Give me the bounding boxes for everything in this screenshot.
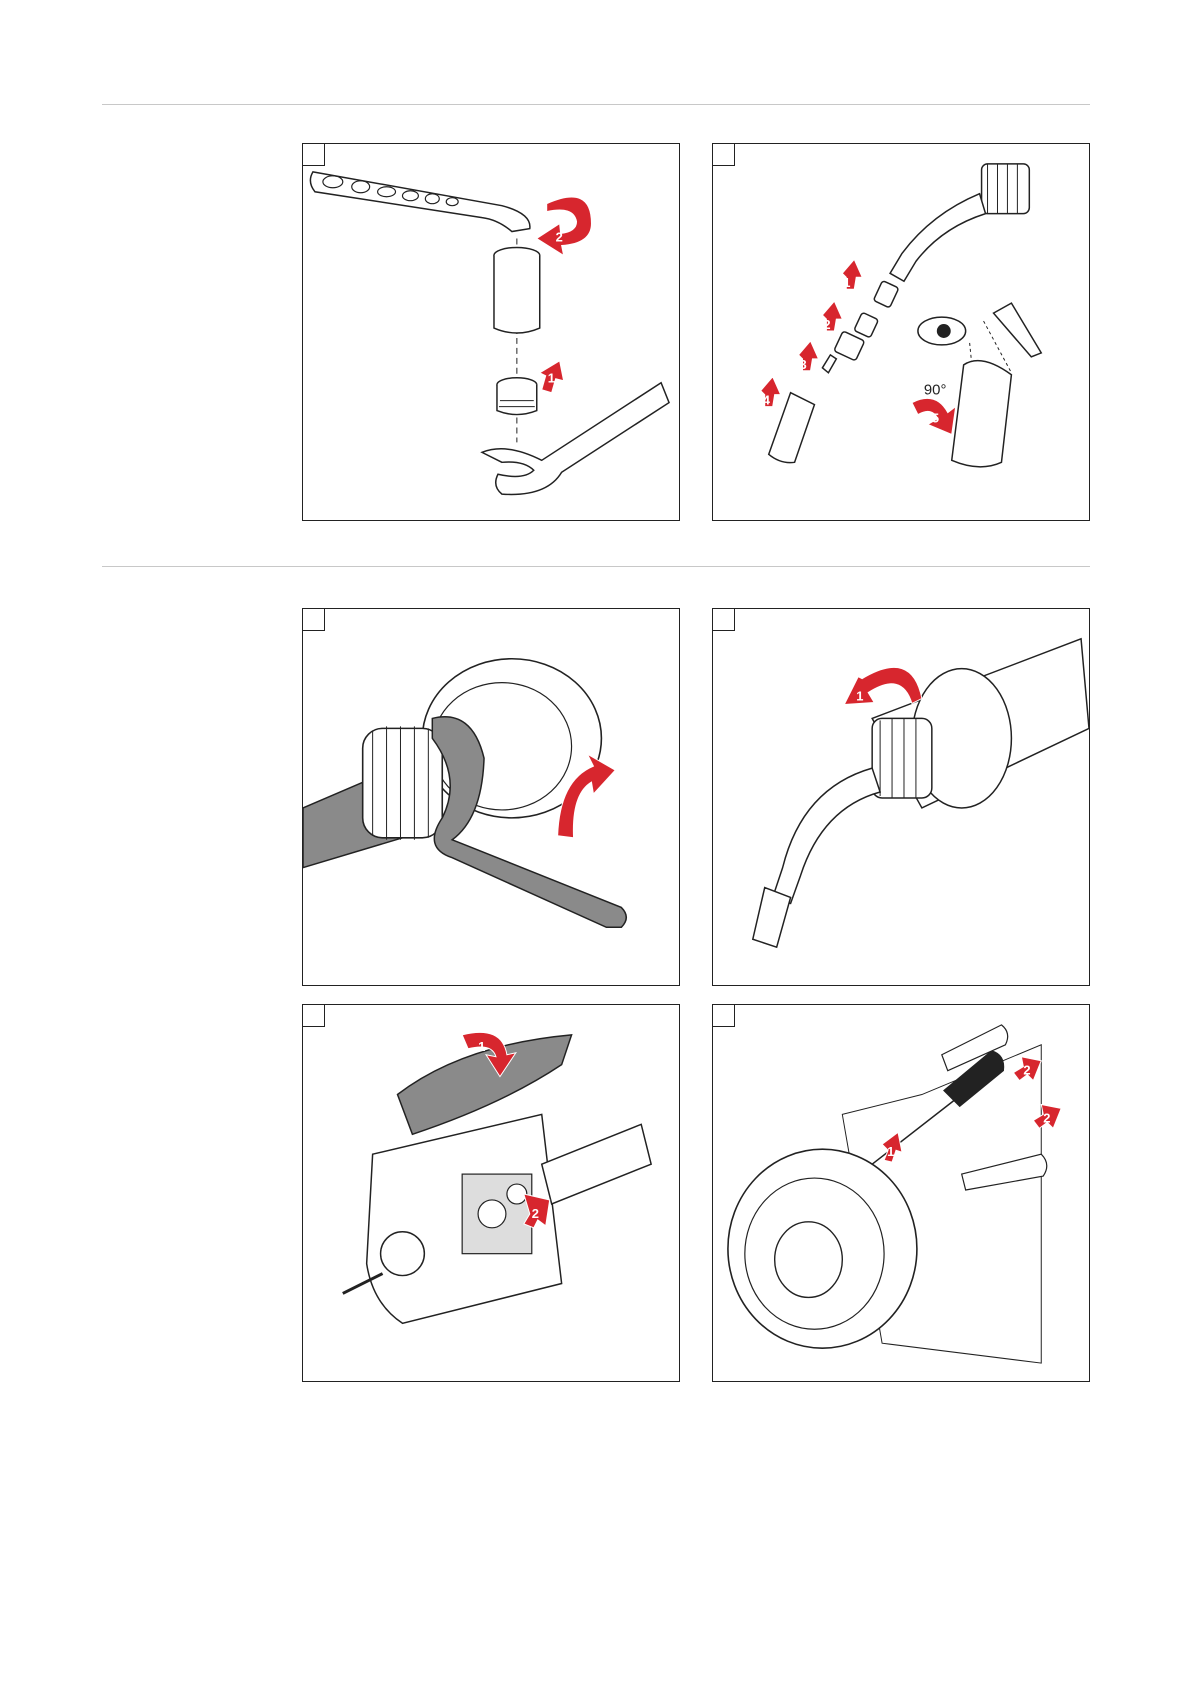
section-divider-top bbox=[102, 104, 1090, 105]
illustration-panel-4: 1 bbox=[712, 608, 1090, 986]
torch-neck-unscrew-illustration: 1 bbox=[713, 609, 1089, 985]
arrow-number-2: 2 bbox=[823, 317, 830, 332]
wrench-and-contact-tip-illustration: 2 1 bbox=[303, 144, 679, 520]
illustration-panel-1: 2 1 bbox=[302, 143, 680, 521]
arrow-number-2: 2 bbox=[532, 1206, 539, 1221]
section-divider-middle bbox=[102, 566, 1090, 567]
arrow-number-3: 1 bbox=[887, 1144, 894, 1159]
wire-feeder-open-illustration: 1 2 bbox=[303, 1005, 679, 1381]
arrow-number-2: 2 bbox=[1043, 1110, 1050, 1125]
spanner-on-connector-illustration bbox=[303, 609, 679, 985]
arrow-number-2: 1 bbox=[548, 371, 555, 386]
screwdriver-connector-ring-illustration: 2 2 1 bbox=[713, 1005, 1089, 1381]
arrow-number-4: 4 bbox=[763, 393, 771, 408]
arrow-number-1: 1 bbox=[843, 275, 850, 290]
illustration-panel-2: 90° 1 2 3 4 5 bbox=[712, 143, 1090, 521]
arrow-number-1: 2 bbox=[1023, 1063, 1030, 1078]
arrow-number-1: 1 bbox=[856, 689, 863, 704]
arrow-number-3: 3 bbox=[800, 357, 807, 372]
illustration-panel-3 bbox=[302, 608, 680, 986]
illustration-panel-6: 2 2 1 bbox=[712, 1004, 1090, 1382]
torch-components-illustration: 90° 1 2 3 4 5 bbox=[713, 144, 1089, 520]
arrow-number-5: 5 bbox=[932, 411, 939, 426]
arrow-number-1: 1 bbox=[478, 1039, 485, 1054]
illustration-panel-5: 1 2 bbox=[302, 1004, 680, 1382]
arrow-number-1: 2 bbox=[556, 229, 563, 244]
angle-label: 90° bbox=[924, 382, 947, 399]
